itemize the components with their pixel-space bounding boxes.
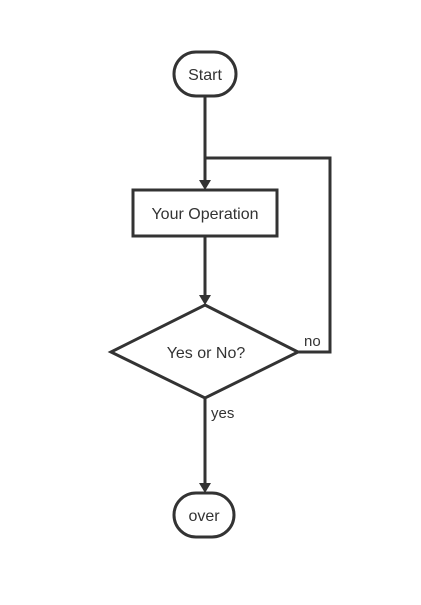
node-decision[interactable]: Yes or No? xyxy=(107,303,302,400)
end-label: over xyxy=(188,508,220,525)
start-terminal-shape xyxy=(172,50,238,98)
edge-decision-no-loop xyxy=(205,156,332,354)
decision-label: Yes or No? xyxy=(167,345,246,362)
end-terminal-shape xyxy=(172,491,236,539)
edge-label-yes: yes xyxy=(211,405,234,422)
edge-label-no: no xyxy=(304,333,321,350)
node-operation[interactable]: Your Operation xyxy=(131,188,279,238)
node-end[interactable]: over xyxy=(172,491,236,539)
node-start[interactable]: Start xyxy=(172,50,238,98)
edge-start-to-operation xyxy=(199,96,211,190)
start-label: Start xyxy=(188,67,222,84)
edge-operation-to-decision xyxy=(199,236,211,305)
operation-process-shape xyxy=(131,188,279,238)
edge-decision-yes-to-end xyxy=(199,398,211,493)
operation-label: Your Operation xyxy=(151,206,258,223)
decision-diamond-shape xyxy=(107,303,302,400)
